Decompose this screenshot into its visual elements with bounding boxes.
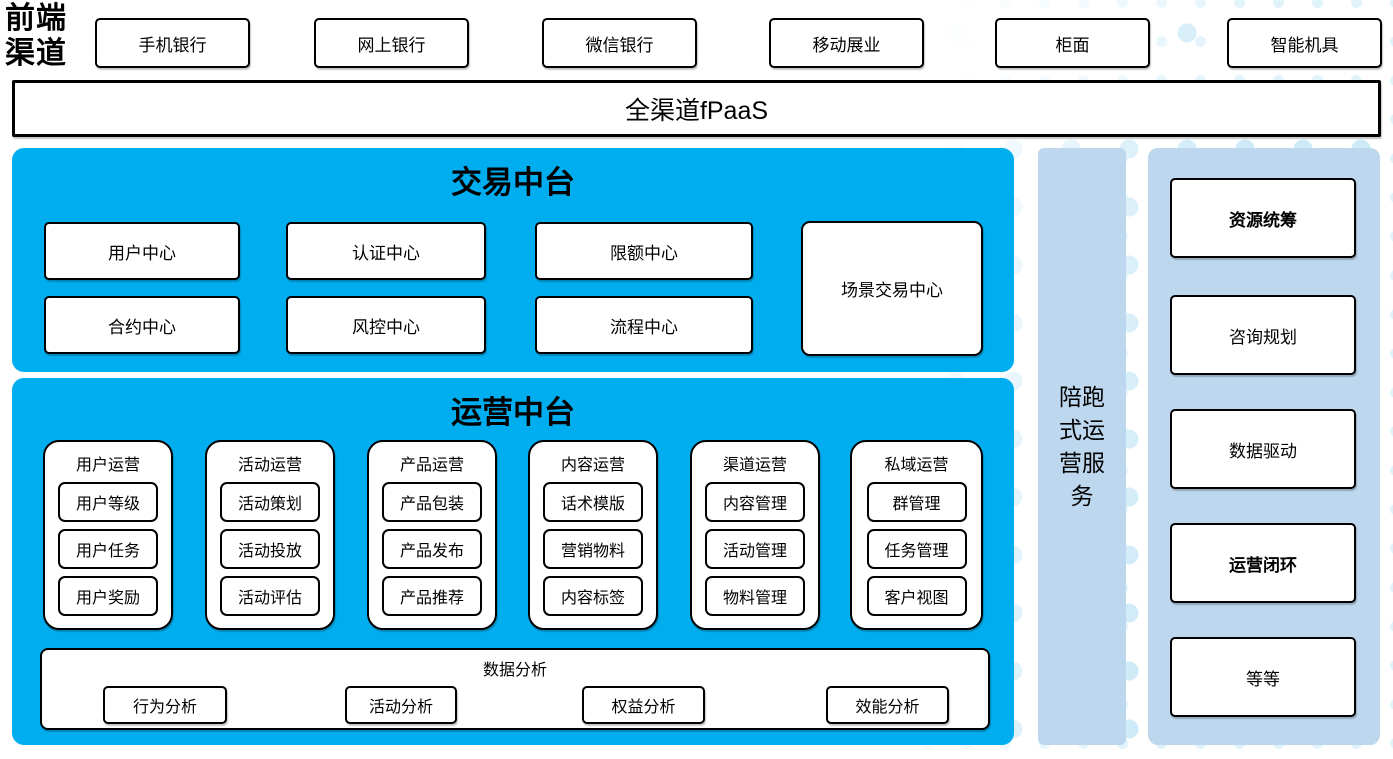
center-box-limit: 限额中心 [535,222,753,280]
transaction-platform-title: 交易中台 [451,165,575,200]
data-analysis-panel: 数据分析 行为分析 活动分析 权益分析 效能分析 [40,648,990,730]
group-item: 产品推荐 [382,576,482,616]
group-title: 活动运营 [237,457,302,474]
operation-platform-panel: 运营中台 用户运营 用户等级 用户任务 用户奖励 活动运营 活动策划 活动投放 … [12,378,1014,745]
service-box-resource-planning: 资源统筹 [1170,178,1356,258]
data-analysis-title: 数据分析 [482,662,547,679]
group-item: 话术模版 [543,482,643,522]
service-box-etc: 等等 [1170,637,1356,717]
companion-service-bar: 陪跑式运营服务 [1038,148,1126,745]
service-box-consulting: 咨询规划 [1170,295,1356,375]
group-item: 客户视图 [866,576,967,616]
group-item: 活动投放 [220,529,320,569]
channel-box-online-banking: 网上银行 [314,18,469,68]
operation-platform-title: 运营中台 [451,395,575,430]
group-item: 任务管理 [866,529,967,569]
channel-box-smart-machine: 智能机具 [1227,18,1382,68]
group-item: 群管理 [866,482,967,522]
group-title: 用户运营 [75,457,140,474]
channel-box-mobile-business: 移动展业 [769,18,924,68]
analysis-item-benefit: 权益分析 [582,686,705,724]
service-column-panel: 资源统筹 咨询规划 数据驱动 运营闭环 等等 [1148,148,1380,745]
analysis-item-activity: 活动分析 [345,686,457,724]
companion-service-label: 陪跑式运营服务 [1059,383,1105,509]
fpaas-bar: 全渠道fPaaS [12,80,1381,137]
scene-transaction-center-box: 场景交易中心 [801,221,983,356]
group-item: 产品发布 [382,529,482,569]
channel-box-wechat-banking: 微信银行 [542,18,697,68]
center-box-user: 用户中心 [44,222,240,280]
group-item: 营销物料 [543,529,643,569]
center-box-auth: 认证中心 [286,222,486,280]
analysis-item-efficiency: 效能分析 [826,686,949,724]
front-channel-label: 前端渠道 [5,2,67,70]
operation-group-product: 产品运营 产品包装 产品发布 产品推荐 [367,440,497,630]
analysis-item-behavior: 行为分析 [103,686,227,724]
operation-group-private-domain: 私域运营 群管理 任务管理 客户视图 [850,440,983,630]
service-box-data-driven: 数据驱动 [1170,409,1356,489]
transaction-platform-panel: 交易中台 用户中心 认证中心 限额中心 合约中心 风控中心 流程中心 场景交易中… [12,148,1014,372]
group-item: 用户任务 [58,529,158,569]
group-item: 用户奖励 [58,576,158,616]
group-item: 用户等级 [58,482,158,522]
operation-group-activity: 活动运营 活动策划 活动投放 活动评估 [205,440,335,630]
center-box-process: 流程中心 [535,296,753,354]
service-box-operation-loop: 运营闭环 [1170,523,1356,603]
operation-group-channel: 渠道运营 内容管理 活动管理 物料管理 [690,440,820,630]
group-title: 私域运营 [884,457,949,474]
group-item: 内容标签 [543,576,643,616]
channel-box-mobile-banking: 手机银行 [95,18,250,68]
channel-box-counter: 柜面 [995,18,1150,68]
operation-group-user: 用户运营 用户等级 用户任务 用户奖励 [43,440,173,630]
group-title: 内容运营 [560,457,625,474]
center-box-risk: 风控中心 [286,296,486,354]
group-item: 活动管理 [705,529,805,569]
group-item: 产品包装 [382,482,482,522]
operation-group-content: 内容运营 话术模版 营销物料 内容标签 [528,440,658,630]
center-box-contract: 合约中心 [44,296,240,354]
group-item: 物料管理 [705,576,805,616]
group-item: 活动评估 [220,576,320,616]
group-item: 活动策划 [220,482,320,522]
group-item: 内容管理 [705,482,805,522]
group-title: 渠道运营 [722,457,787,474]
group-title: 产品运营 [399,457,464,474]
